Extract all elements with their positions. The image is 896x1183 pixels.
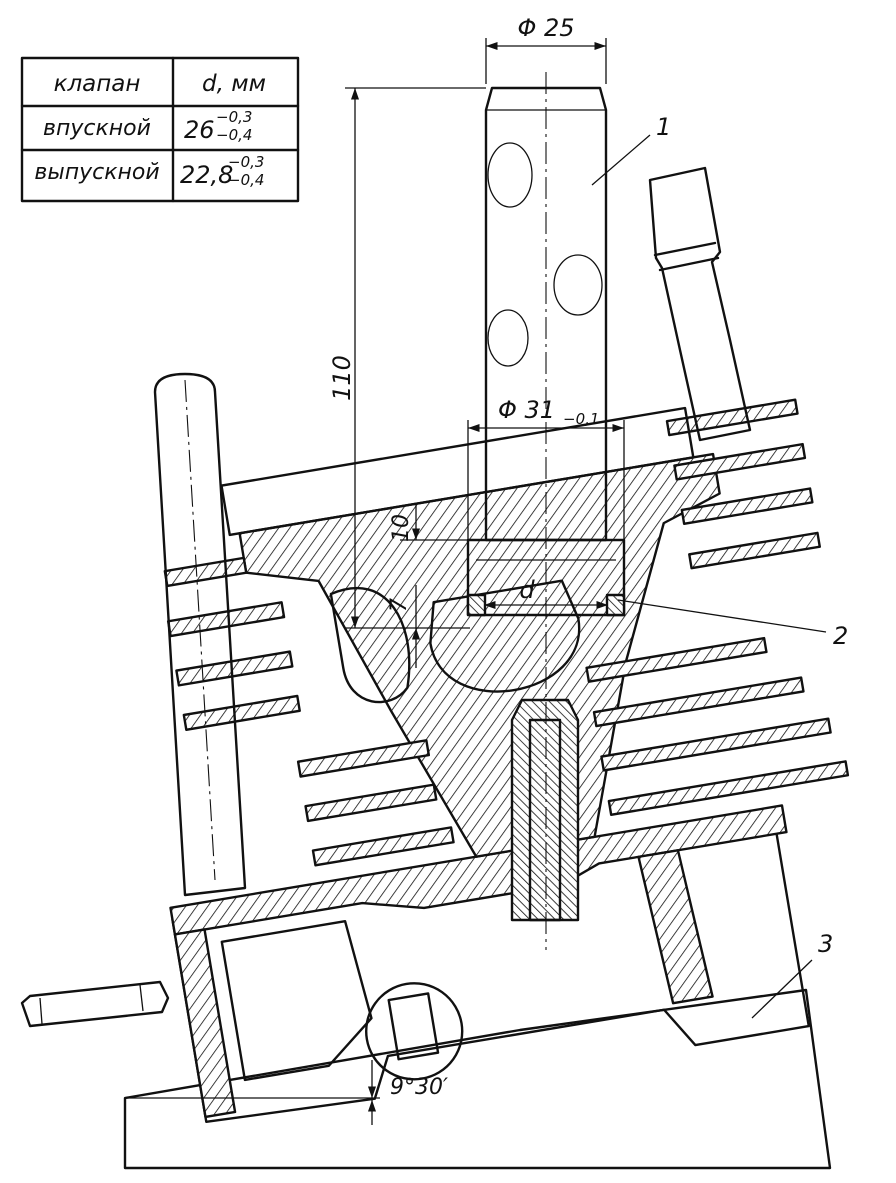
dim-phi31-label: Φ 31 <box>498 396 555 424</box>
dim-7-label: 7 <box>387 598 412 612</box>
table-header-d: d, мм <box>202 71 266 97</box>
table-cell-d-intake: 26 <box>184 116 215 144</box>
dim-phi31-tolerance: −0,1 <box>563 410 599 428</box>
wedge-support <box>123 988 832 1170</box>
dimension-110: 110 <box>328 87 486 629</box>
dimension-angle: 9°30′ <box>125 1060 448 1125</box>
callout-3-label: 3 <box>818 930 833 958</box>
callout-3: 3 <box>751 930 833 1019</box>
knurl-patch <box>487 142 533 208</box>
dimension-phi31: Φ 31 −0,1 <box>467 396 625 540</box>
table-header-valve: клапан <box>54 71 141 97</box>
cylinder-head <box>163 398 850 1124</box>
table-cell-d-exhaust-lower: −0,4 <box>228 171 264 189</box>
dim-d-label: d <box>519 576 535 604</box>
callout-2-label: 2 <box>833 622 848 650</box>
table-cell-d-exhaust-upper: −0,3 <box>228 153 264 171</box>
callout-1: 1 <box>591 113 671 186</box>
dimension-10: 10 <box>389 505 468 628</box>
callout-2: 2 <box>617 599 848 650</box>
valve-guide <box>510 698 580 922</box>
callout-1-label: 1 <box>656 113 671 141</box>
table-cell-d-intake-lower: −0,4 <box>216 126 252 144</box>
dim-110-label: 110 <box>328 355 356 401</box>
dim-angle-label: 9°30′ <box>390 1075 448 1100</box>
dim-phi25-label: Φ 25 <box>517 14 574 42</box>
table-cell-d-exhaust: 22,8 <box>180 161 233 189</box>
dim-10-label: 10 <box>389 514 414 542</box>
right-tube <box>648 166 752 442</box>
dimension-7: 7 <box>387 598 421 668</box>
table-cell-d-intake-upper: −0,3 <box>216 108 252 126</box>
left-tube <box>153 372 247 897</box>
dimension-phi25: Φ 25 <box>485 14 607 84</box>
table-cell-valve-exhaust: выпускной <box>34 160 159 185</box>
dimension-d: d <box>484 576 608 610</box>
valve-table: клапан d, мм впускной 26 −0,3 −0,4 выпус… <box>20 56 300 203</box>
stud <box>20 980 170 1028</box>
knurl-patch <box>553 254 603 316</box>
knurl-patch <box>487 309 529 367</box>
table-cell-valve-intake: впускной <box>43 116 151 141</box>
mandrel <box>466 86 626 617</box>
